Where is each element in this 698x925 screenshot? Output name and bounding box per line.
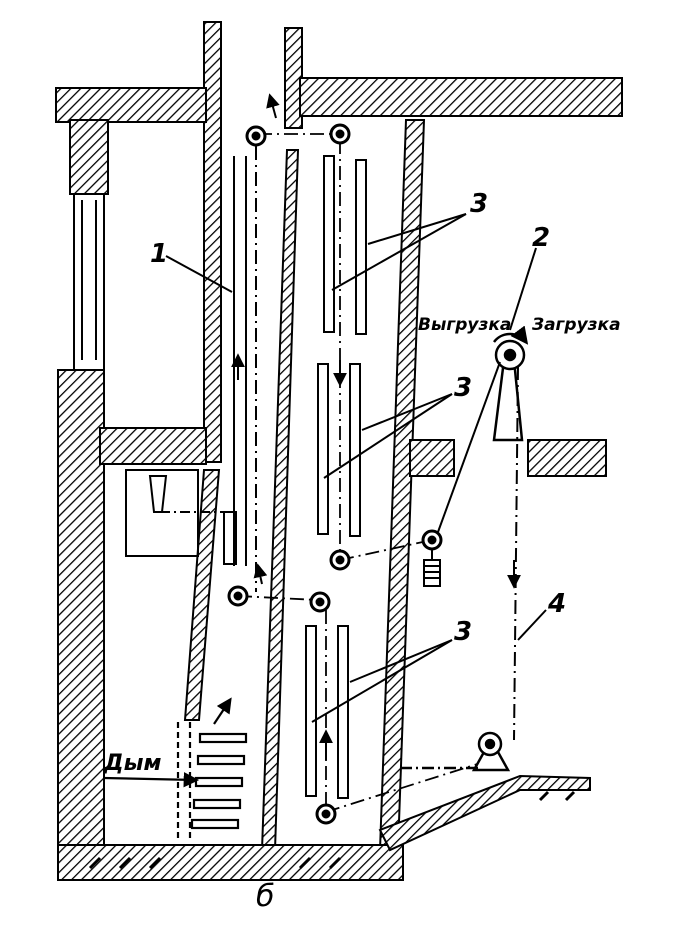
label-drive-pulley-2: 2 [532, 223, 550, 253]
flue-left-wall [203, 21, 222, 463]
label-shelves-top: 3 [470, 189, 488, 219]
label-chain-4: 4 [547, 589, 566, 619]
floor-mid-left [99, 427, 207, 465]
ground-marks [88, 790, 576, 870]
smoke-inlet [103, 697, 248, 840]
label-conveyor-1: 1 [150, 239, 168, 269]
ramp [378, 774, 591, 852]
conveyor-1 [223, 146, 257, 592]
chain-paths [237, 133, 491, 813]
shelf-lower-b [337, 625, 349, 799]
roof-slab-right [299, 77, 623, 117]
counterweight [423, 550, 441, 587]
shelf-upper-a [323, 155, 335, 333]
label-shelves-bottom: 3 [454, 617, 472, 647]
flue-right-wall-lower [260, 149, 300, 851]
walls [55, 21, 623, 881]
flow-arrows [253, 93, 347, 760]
flue-left-wall-lower [183, 469, 221, 721]
shelf-mid-b [349, 363, 361, 537]
leader-lines [165, 213, 547, 723]
firebox [125, 469, 224, 557]
figure-letter: б [256, 879, 275, 914]
label-unload: Выгрузка [418, 315, 511, 335]
wall-window [73, 194, 105, 370]
shelves-3 [305, 155, 367, 799]
label-smoke: Дым [103, 751, 161, 776]
pulleys [227, 123, 443, 825]
roof-slab-left [55, 87, 207, 123]
floor-mid-right-a [409, 439, 455, 477]
label-load: Загрузка [531, 315, 621, 335]
floor-mid-right-b [527, 439, 607, 477]
drive-chain [437, 361, 521, 741]
shelf-mid-a [317, 363, 329, 535]
ramp-pulley [400, 731, 511, 772]
shelf-lower-a [305, 625, 317, 797]
outer-wall-lower [57, 369, 105, 846]
base-slab [57, 844, 404, 881]
shelf-upper-b [355, 159, 367, 335]
outer-wall-upper [69, 119, 109, 195]
label-shelves-mid: 3 [454, 373, 472, 403]
drive-pulley-2 [492, 325, 529, 442]
